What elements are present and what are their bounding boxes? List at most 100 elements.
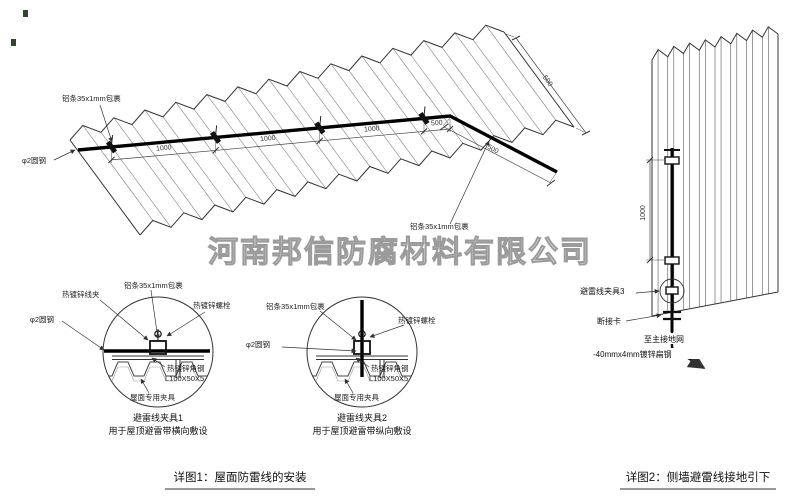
caption2-text: 详图2：侧墙避雷线接地引下	[626, 470, 770, 484]
roof-right-edge	[503, 31, 575, 128]
detail1-subtitle: 用于屋顶避雷带横向敷设	[108, 425, 207, 436]
roof-rib-line	[237, 86, 309, 183]
wall-wire-clamp-3	[665, 286, 679, 295]
leader-line	[369, 324, 405, 338]
roof-rib-line	[379, 62, 451, 159]
roof-front-edge	[139, 119, 575, 236]
roof-rib-line	[410, 54, 482, 151]
label-round-steel-red: φ2圆钢	[246, 339, 270, 349]
detail2-content	[307, 300, 411, 382]
dim-label-1000: 1000	[260, 135, 276, 143]
roof-rib-line	[299, 71, 371, 167]
roof-rib-line	[268, 79, 340, 175]
leader-line	[150, 289, 160, 340]
roof-rib-line	[255, 93, 327, 189]
leader-line	[166, 311, 206, 337]
label-aluminum-strip: 铝条35x1mm包裹	[124, 280, 183, 290]
label-roof-clamp: 屋面专用夹具	[334, 392, 379, 402]
detail-2-clamp: 铝条35x1mm包裹 热镀锌螺栓 φ2圆钢 热镀锌角钢 L100X50X5 屋面…	[246, 296, 436, 436]
detail1-circle	[102, 296, 214, 408]
roof-rib-line	[175, 102, 247, 198]
roof-rib-line	[361, 55, 433, 152]
wire-clamp	[418, 106, 430, 125]
roof-back-edge	[69, 24, 505, 141]
caption-detail2: 详图2：侧墙避雷线接地引下	[620, 470, 776, 490]
roof-rib-line	[441, 47, 513, 143]
leader-line	[319, 310, 357, 341]
leader-line	[635, 288, 660, 294]
roof-rib-line	[485, 25, 557, 121]
leader-line	[355, 357, 370, 368]
wire-clamp	[209, 125, 222, 144]
leader-line	[61, 320, 105, 351]
leader-line	[151, 357, 166, 368]
leader-line	[344, 378, 354, 394]
roof-rib-line	[330, 63, 402, 159]
leader-line	[99, 299, 149, 341]
roof-rib-line	[82, 125, 154, 221]
dim-label-500: 500	[431, 119, 443, 127]
leader-line	[140, 378, 150, 394]
company-watermark: 河南邦信防腐材料有限公司	[208, 236, 592, 269]
detail2-title: 避雷线夹具2	[337, 412, 387, 423]
wire-clamp	[314, 115, 326, 135]
roof-corrugated-sheet	[69, 24, 575, 236]
wire-clamp	[105, 134, 118, 154]
label-galv-wire-clip: 热镀锌线夹	[62, 289, 100, 299]
roof-rib-line	[144, 109, 216, 206]
roof-rib-line	[348, 70, 420, 166]
wall-corrugated-sheet	[651, 26, 779, 317]
roof-rib-line	[392, 48, 464, 144]
label-flat-steel: -40mmx4mm镀锌扁钢	[593, 349, 672, 359]
wall-downlead-group: 1000 避雷线夹具3 断接卡 至主接地网 -40mmx4mm镀锌扁钢	[580, 148, 706, 370]
stray-mark	[11, 39, 16, 46]
detail1-title: 避雷线夹具1	[133, 412, 183, 423]
wall-dimension	[646, 156, 664, 264]
roof-rib-line	[162, 116, 234, 213]
roof-rib-line	[423, 40, 495, 136]
roof-rib-line	[131, 124, 203, 220]
label-mask	[591, 348, 701, 359]
wall-wire-clamp	[664, 156, 680, 165]
detail2-subtitle: 用于屋顶避雷带纵向敷设	[312, 425, 411, 436]
dim-label-slope-500: 500	[486, 144, 500, 156]
leader-line	[53, 149, 76, 161]
label-disconnect-link: 断接卡	[597, 316, 621, 326]
roof-left-edge	[69, 139, 141, 236]
leader-line	[281, 346, 357, 354]
detail-1-clamp: 热镀锌线夹 铝条35x1mm包裹 热镀锌螺栓 φ2圆钢 热镀锌角钢 L100X5…	[30, 280, 231, 436]
roof-edge-dimension	[505, 33, 591, 136]
roof-rib-line	[206, 94, 278, 190]
roof-rib-line	[224, 101, 296, 197]
label-mask	[642, 333, 692, 344]
wall-dim-label: 1000	[640, 205, 647, 221]
leader-line	[99, 104, 113, 143]
wall-wire-clamp	[664, 256, 680, 265]
label-angle-spec: L100X50X5	[369, 374, 408, 383]
roof-rib-line	[454, 32, 526, 129]
caption-detail1: 详图1：屋面防雷线的安装	[165, 470, 315, 490]
label-galv-bolt: 热镀锌螺栓	[398, 315, 436, 325]
dim-label-1000: 1000	[156, 144, 172, 152]
label-round-steel: φ2圆钢	[30, 314, 54, 324]
roof-slope-dimension	[439, 117, 558, 187]
label-to-ground-grid: 至主接地网	[644, 334, 684, 344]
leader-line	[625, 313, 662, 322]
dim-label-1000: 1000	[364, 125, 380, 133]
stray-mark	[23, 10, 28, 17]
label-galv-bolt: 热镀锌螺栓	[193, 300, 231, 310]
label-angle-spec: L100X50X5	[165, 374, 204, 383]
roof-rib-line	[113, 117, 185, 213]
label-wall-clamp3: 避雷线夹具3	[580, 286, 625, 296]
label-roof-clamp: 屋面专用夹具	[130, 392, 175, 402]
wall-top-edge	[651, 26, 779, 61]
detail2-circle	[306, 296, 418, 408]
roof-rib-line	[472, 39, 544, 135]
label-angle-steel: 热镀锌角钢	[167, 363, 205, 373]
leader-line	[449, 140, 490, 225]
roof-lightning-wire-group: 1000 1000 1000 500 500 500 铝条35x1mm包裹 φ2…	[22, 33, 591, 231]
label-angle-steel: 热镀锌角钢	[371, 363, 409, 373]
lightning-wire	[77, 114, 558, 174]
